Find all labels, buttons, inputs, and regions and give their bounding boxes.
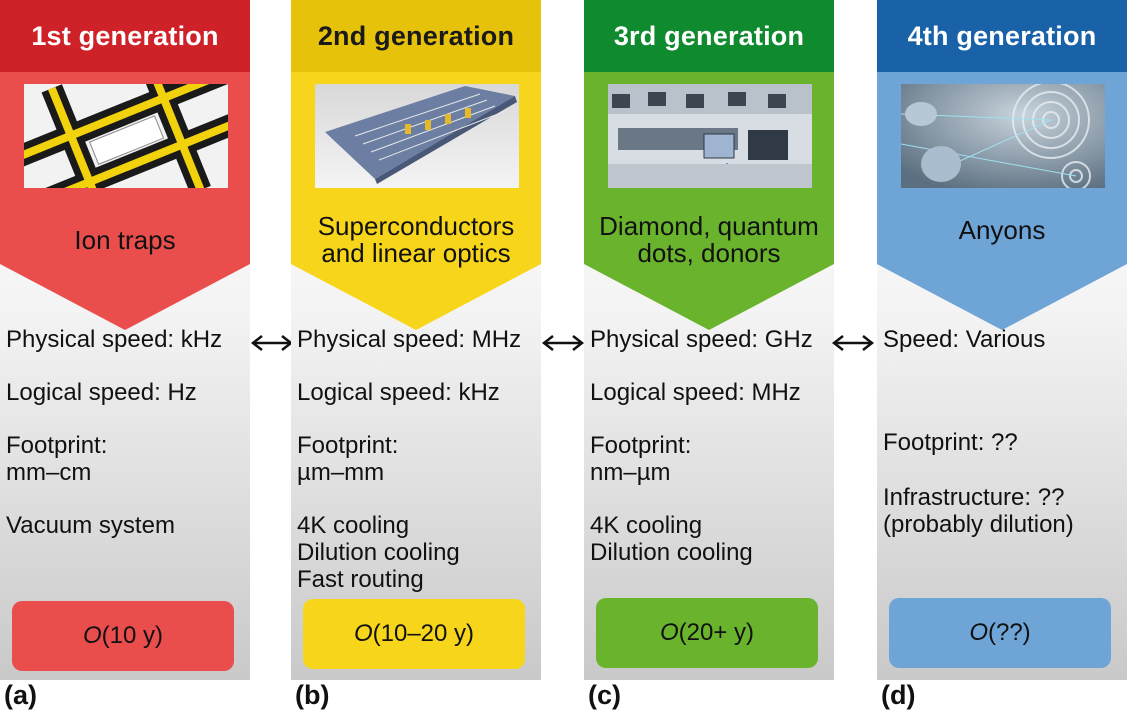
order-symbol: O [82,622,102,649]
order-symbol: O [969,619,988,646]
spec-footprint: Footprint: mm–cm [6,432,108,486]
anyon-image [901,84,1105,188]
timescale-value: (10–20 y) [372,620,475,647]
order-symbol: O [353,620,373,647]
generation-header: 3rd generation [584,0,834,72]
timescale-value: (??) [987,619,1031,646]
photonic-chip-image [315,84,519,188]
spec-footprint: Footprint: µm–mm [297,432,399,486]
spec-infrastructure: 4K cooling Dilution cooling [590,512,753,566]
double-arrow-icon [250,335,294,351]
lab-setup-image [608,84,812,188]
technology-label: Ion traps [74,224,176,255]
timescale-badge: O(??) [889,598,1111,668]
panel-label-d: (d) [881,680,916,710]
spec-logical-speed: Logical speed: MHz [590,379,801,406]
spec-physical-speed: Physical speed: GHz [590,326,813,353]
generation-header: 4th generation [877,0,1127,72]
generation-column-4: 4th generation Anyons Speed: Various Foo… [877,0,1127,680]
technology-label: Diamond, quantum dots, donors [599,211,819,268]
timescale-value: (10 y) [101,622,164,649]
panel-label-b: (b) [295,680,330,710]
timescale-badge: O(10–20 y) [303,599,525,669]
spec-infrastructure: Vacuum system [6,512,175,539]
spec-logical-speed: Logical speed: Hz [6,379,197,406]
spec-logical-speed: Logical speed: kHz [297,379,500,406]
spec-physical-speed: Physical speed: MHz [297,326,522,353]
spec-infrastructure: 4K cooling Dilution cooling Fast routing [297,512,460,593]
timescale-value: (20+ y) [678,619,755,646]
technology-label: Superconductors and linear optics [317,211,515,268]
generation-column-3: 3rd generation Diamond, quantum dots, do… [584,0,834,680]
ion-trap-image [24,84,228,188]
double-arrow-icon [831,335,875,351]
timescale-badge: O(20+ y) [596,598,818,668]
spec-speed: Speed: Various [883,326,1046,353]
generation-column-2: 2nd generation Sup [291,0,541,680]
technology-label: Anyons [958,214,1046,245]
spec-physical-speed: Physical speed: kHz [6,326,223,353]
spec-infrastructure: Infrastructure: ?? (probably dilution) [883,484,1074,538]
double-arrow-icon [541,335,585,351]
generation-header: 1st generation [0,0,250,72]
generation-column-1: 1st generation Ion traps Physical speed:… [0,0,250,680]
panel-label-c: (c) [588,680,621,710]
panel-label-a: (a) [4,680,37,710]
spec-footprint: Footprint: nm–µm [590,432,692,486]
order-symbol: O [659,619,679,646]
generation-header: 2nd generation [291,0,541,72]
timescale-badge: O(10 y) [12,601,234,671]
spec-footprint: Footprint: ?? [883,429,1018,456]
